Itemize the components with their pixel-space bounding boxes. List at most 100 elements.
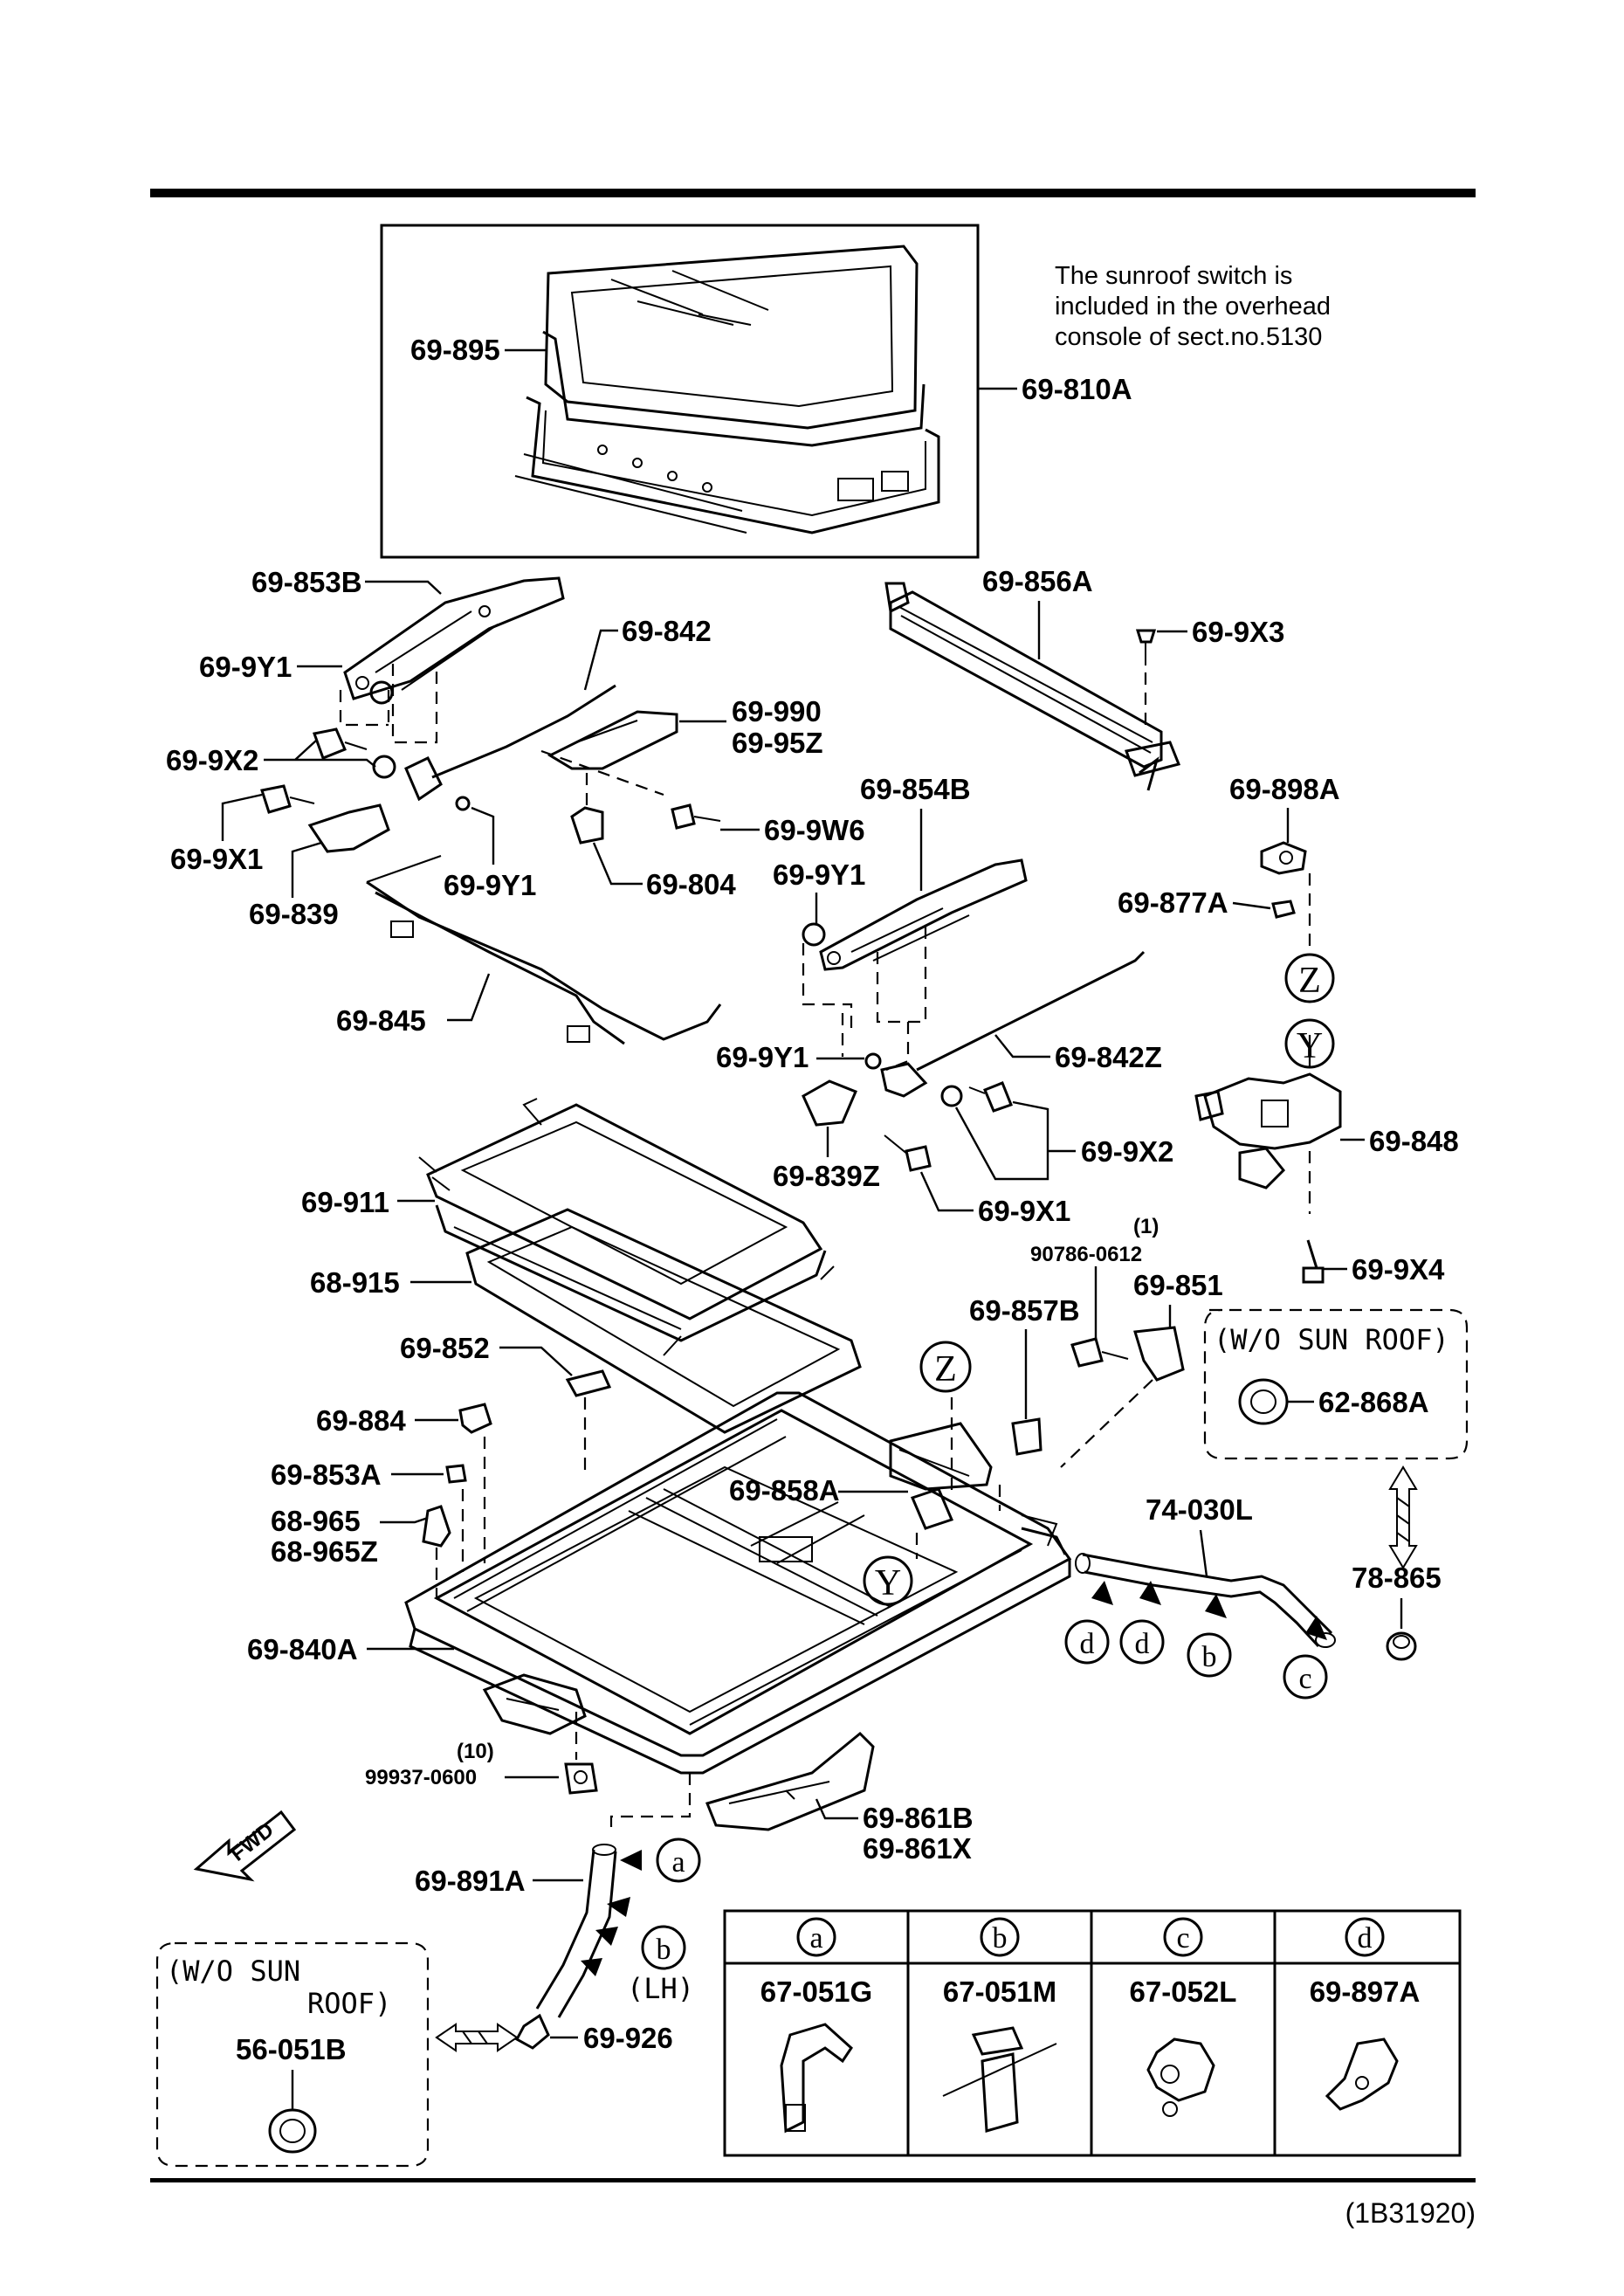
legend-col-d: d 69-897A	[1310, 1917, 1421, 2111]
label-69-9W6: 69-9W6	[764, 814, 865, 846]
label-69-851: 69-851	[1133, 1269, 1223, 1301]
wo-sunroof-left-box: (W/O SUN ROOF)	[155, 1941, 430, 2168]
svg-text:ROOF): ROOF)	[307, 1987, 391, 2020]
svg-text:b: b	[657, 1934, 671, 1966]
marker-a-left: a	[656, 1837, 701, 1883]
label-69-842Z: 69-842Z	[1055, 1041, 1162, 1073]
label-qty-10: (10)	[457, 1740, 494, 1763]
nut-99937	[564, 1762, 598, 1795]
label-69-911: 69-911	[301, 1186, 389, 1218]
label-90786-0612: 90786-0612	[1030, 1243, 1142, 1266]
label-69-898A: 69-898A	[1229, 773, 1340, 805]
top-rule	[150, 189, 1476, 197]
label-69-884: 69-884	[316, 1404, 406, 1437]
label-69-877A: 69-877A	[1118, 886, 1228, 919]
marker-b-right: b	[1187, 1632, 1232, 1678]
label-69-853B: 69-853B	[251, 566, 362, 598]
label-68-915: 68-915	[310, 1266, 400, 1299]
legend-part-a: 67-051G	[760, 1975, 872, 2008]
label-69-839: 69-839	[249, 898, 339, 930]
label-69-839Z: 69-839Z	[773, 1160, 880, 1192]
svg-text:(W/O SUN ROOF): (W/O SUN ROOF)	[1214, 1323, 1449, 1356]
legend-col-b: b 67-051M	[942, 1917, 1057, 2133]
clip-852	[565, 1369, 612, 1476]
bracket-851	[1060, 1326, 1185, 1468]
svg-text:Y: Y	[1297, 1026, 1323, 1066]
bracket-861B	[705, 1731, 875, 1831]
svg-text:d: d	[1358, 1922, 1373, 1955]
label-69-845: 69-845	[336, 1004, 426, 1037]
label-69-9Y1-b: 69-9Y1	[444, 869, 536, 901]
label-69-9X2-b: 69-9X2	[1081, 1135, 1173, 1168]
clip-arrows-right	[1091, 1581, 1327, 1640]
svg-text:b: b	[1202, 1641, 1217, 1673]
label-69-9X1-a: 69-9X1	[170, 843, 263, 875]
legend-col-a: a 67-051G	[760, 1917, 872, 2134]
main-frame-840A	[404, 1391, 1072, 1834]
clip-857B	[1011, 1417, 1043, 1456]
left-guide-mechanism	[260, 576, 722, 1045]
label-69-926: 69-926	[583, 2022, 673, 2054]
label-99937-0600: 99937-0600	[365, 1766, 477, 1789]
right-guide-mechanism	[802, 858, 1146, 1172]
drain-hose-891A	[514, 1844, 617, 2050]
clip-884	[458, 1403, 492, 1563]
clip-legend-table: a 67-051G b 67-051M c 67-052L d 69-897A	[723, 1909, 1462, 2157]
clip-965	[422, 1505, 451, 1598]
legend-part-b: 67-051M	[943, 1975, 1056, 2008]
motor-assembly	[1194, 841, 1342, 1284]
label-69-9Y1-a: 69-9Y1	[199, 651, 292, 683]
svg-text:FWD: FWD	[226, 1818, 279, 1866]
label-69-95Z: 69-95Z	[732, 727, 823, 759]
wo-sunroof-right-box: (W/O SUN ROOF)	[1203, 1308, 1469, 1460]
label-qty-1: (1)	[1133, 1215, 1159, 1238]
svg-text:c: c	[1298, 1663, 1311, 1695]
label-69-858A: 69-858A	[729, 1474, 840, 1507]
marker-d-1: d	[1064, 1619, 1110, 1665]
note-line-2: included in the overhead	[1055, 293, 1331, 321]
label-69-9X2-a: 69-9X2	[166, 744, 258, 776]
svg-text:Z: Z	[934, 1349, 957, 1389]
svg-text:Y: Y	[875, 1563, 901, 1603]
reference-code: (1B31920)	[1345, 2197, 1476, 2229]
svg-text:(W/O SUN: (W/O SUN	[166, 1955, 300, 1988]
label-69-861B: 69-861B	[863, 1802, 974, 1834]
label-69-840A: 69-840A	[247, 1633, 358, 1665]
bottom-rule	[150, 2178, 1476, 2182]
label-69-891A: 69-891A	[415, 1865, 526, 1897]
label-69-9X1-b: 69-9X1	[978, 1195, 1070, 1227]
marker-c-right: c	[1283, 1654, 1328, 1700]
label-69-857B: 69-857B	[969, 1294, 1080, 1327]
marker-y-top: Y	[1284, 1018, 1335, 1069]
label-69-804: 69-804	[646, 868, 736, 900]
marker-z-bottom: Z	[919, 1341, 972, 1393]
svg-text:d: d	[1080, 1628, 1095, 1660]
marker-z-top: Z	[1284, 953, 1335, 1003]
label-lh: (LH)	[627, 1972, 694, 2005]
glass-assembly-box	[380, 224, 980, 559]
grommet-78-865	[1386, 1631, 1417, 1661]
swap-arrow-vertical	[1388, 1465, 1418, 1569]
svg-text:a: a	[671, 1846, 685, 1879]
legend-part-d: 69-897A	[1310, 1975, 1421, 2008]
svg-text:a: a	[809, 1922, 822, 1955]
bolt-90786	[1070, 1337, 1129, 1368]
label-69-9X3: 69-9X3	[1192, 616, 1284, 648]
note-line-3: console of sect.no.5130	[1055, 323, 1322, 351]
legend-col-c: c 67-052L	[1130, 1917, 1237, 2117]
label-69-9Y1-c: 69-9Y1	[773, 858, 865, 891]
label-69-895: 69-895	[410, 334, 500, 366]
label-78-865: 78-865	[1352, 1562, 1442, 1594]
label-69-848: 69-848	[1369, 1125, 1459, 1157]
label-74-030L: 74-030L	[1146, 1493, 1253, 1526]
marker-y-bottom: Y	[863, 1555, 913, 1606]
label-69-853A: 69-853A	[271, 1458, 382, 1491]
label-69-842: 69-842	[622, 615, 712, 647]
label-69-861X: 69-861X	[863, 1832, 972, 1865]
svg-text:d: d	[1135, 1628, 1150, 1660]
svg-text:Z: Z	[1298, 961, 1321, 1001]
label-69-9Y1-d: 69-9Y1	[716, 1041, 809, 1073]
legend-part-c: 67-052L	[1130, 1975, 1237, 2008]
label-69-852: 69-852	[400, 1332, 490, 1364]
